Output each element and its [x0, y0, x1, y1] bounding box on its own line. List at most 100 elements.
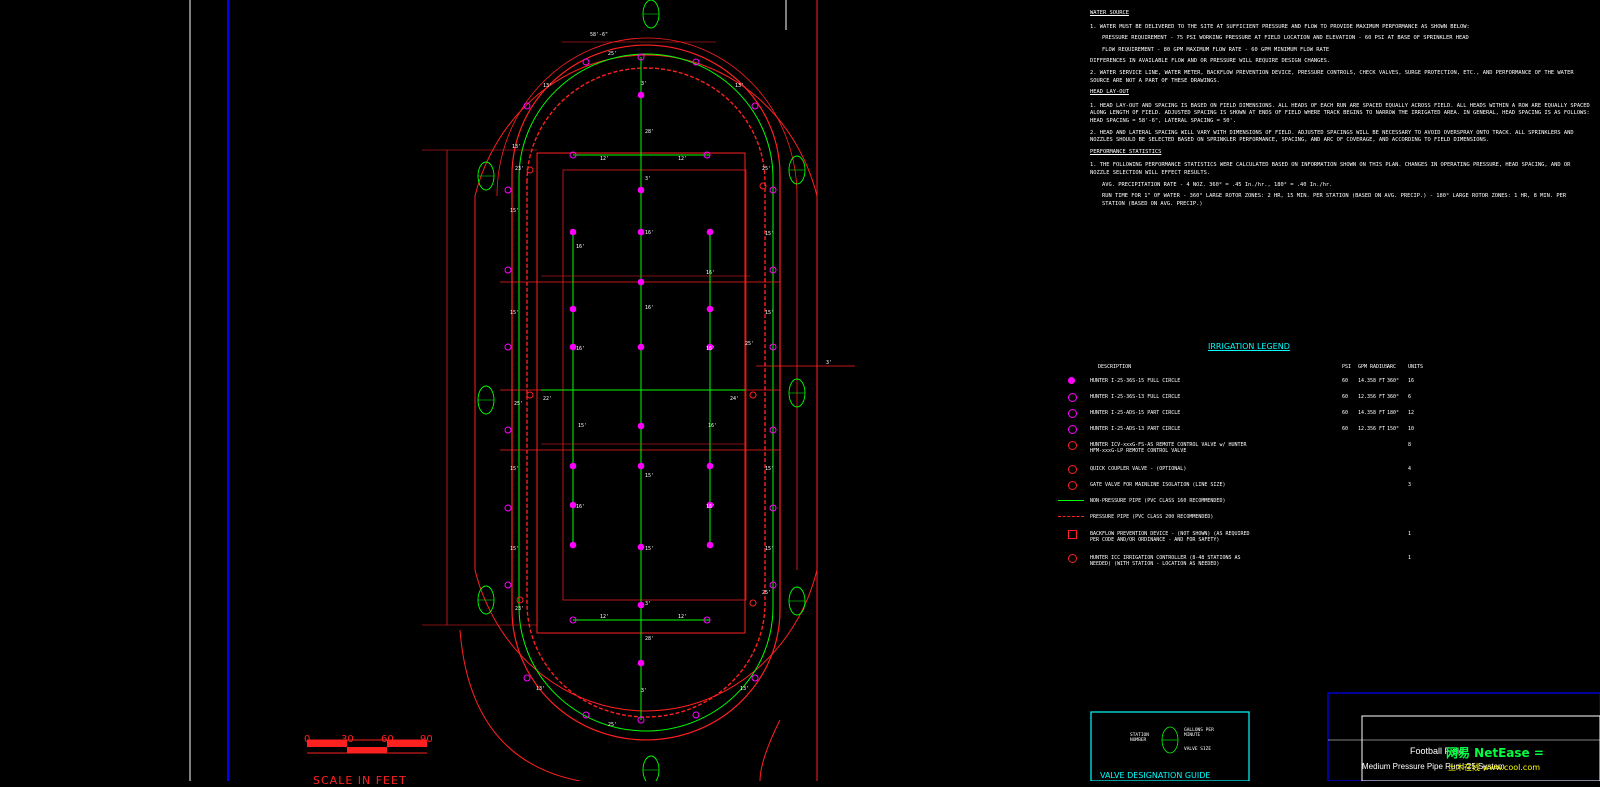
dimension-label: 25' — [514, 401, 523, 407]
full-circle-head — [637, 278, 645, 286]
valve-symbol — [642, 755, 660, 781]
station-number-label: STATION NUMBER — [1130, 733, 1149, 743]
legend-units: 4 — [1408, 466, 1412, 472]
dimension-label: 13' — [543, 83, 552, 89]
dimension-label: 22' — [543, 396, 552, 402]
part-circle-head — [769, 343, 777, 351]
legend-gpm: 12.3 — [1358, 394, 1371, 400]
remote-valve-symbol — [526, 391, 534, 399]
part-circle-head — [504, 266, 512, 274]
project-subtitle: Medium Pressure Pipe Run I-25 System — [1362, 762, 1505, 771]
dimension-label: 12' — [600, 614, 609, 620]
road-curve — [759, 719, 781, 781]
part-circle-head — [504, 504, 512, 512]
dimension-label: 12' — [600, 156, 609, 162]
full-circle-head — [706, 228, 714, 236]
dimension-label: 16' — [645, 230, 654, 236]
notes-heading: HEAD LAY-OUT — [1090, 89, 1129, 96]
note-text: 1. HEAD LAY-OUT AND SPACING IS BASED ON … — [1090, 102, 1590, 124]
dimension-label: 16' — [576, 346, 585, 352]
legend-radius: 58 FT — [1370, 410, 1386, 416]
part-circle-head — [523, 102, 531, 110]
inner-track — [511, 44, 781, 741]
dimension-label: 16' — [706, 346, 715, 352]
part-circle-head — [504, 581, 512, 589]
legend-arc: 150° — [1387, 426, 1400, 432]
part-circle-head — [692, 711, 700, 719]
full-circle-head — [706, 541, 714, 549]
dimension-label: 15' — [510, 310, 519, 316]
legend-header: ARC — [1387, 364, 1397, 370]
full-circle-head — [637, 659, 645, 667]
legend-radius: 56 FT — [1370, 394, 1386, 400]
dimension-label: 24' — [730, 396, 739, 402]
legend-units: 10 — [1408, 426, 1415, 432]
full-circle-head — [637, 228, 645, 236]
part-circle-head — [504, 343, 512, 351]
dimension-label: 28' — [645, 636, 654, 642]
dimension-label: 23' — [515, 166, 524, 172]
full-circle-head — [637, 186, 645, 194]
dimension-label: 15' — [510, 546, 519, 552]
full-circle-head — [637, 601, 645, 609]
remote-valve-symbol — [749, 391, 757, 399]
legend-psi: 60 — [1342, 410, 1349, 416]
dimension-label: 25' — [608, 51, 617, 57]
legend-units: 16 — [1408, 378, 1415, 384]
legend-symbol — [1058, 500, 1084, 501]
dimension-label: 12' — [678, 614, 687, 620]
control-valves — [477, 0, 806, 781]
dimension-label: 13' — [735, 83, 744, 89]
dimension-label: 25' — [762, 166, 771, 172]
note-text: AVG. PRECIPITATION RATE - 4 NOZ. 360° = … — [1102, 181, 1333, 188]
part-circle-head — [504, 426, 512, 434]
watermark-brand: 网易 NetEase = — [1446, 746, 1544, 760]
legend-symbol — [1068, 409, 1077, 418]
dimension-label: 15' — [645, 473, 654, 479]
dimension-label: 28' — [645, 129, 654, 135]
legend-symbol — [1058, 516, 1084, 517]
note-text: 2. HEAD AND LATERAL SPACING WILL VARY WI… — [1090, 129, 1574, 144]
legend-psi: 60 — [1342, 378, 1349, 384]
dimension-label: 15' — [765, 546, 774, 552]
full-circle-head — [706, 305, 714, 313]
mainline — [526, 67, 766, 718]
dimension-labels: 25'3'28'13'13'13'12'12'3'16'16'16'16'16'… — [510, 32, 832, 728]
legend-gpm: 12.3 — [1358, 426, 1371, 432]
legend-units: 12 — [1408, 410, 1415, 416]
part-circle-head — [569, 616, 577, 624]
watermark-site: 土木在线 www.cool.com — [1448, 763, 1541, 772]
legend-units: 3 — [1408, 482, 1412, 488]
full-circle-head — [706, 501, 714, 509]
legend-units: 1 — [1408, 531, 1412, 537]
valve-size-label: VALVE SIZE — [1184, 747, 1212, 752]
full-circle-head — [706, 343, 714, 351]
notes-heading: PERFORMANCE STATISTICS — [1090, 148, 1162, 155]
lateral-loop — [518, 53, 774, 732]
outer-track — [474, 54, 818, 712]
scale-tick: 60 — [381, 734, 394, 745]
track-lane-line — [496, 37, 798, 570]
legend-psi: 60 — [1342, 426, 1349, 432]
legend-description: HUNTER I-25-ADS-13 PART CIRCLE — [1090, 426, 1181, 432]
part-circle-head — [769, 426, 777, 434]
dimension-label: 13' — [536, 686, 545, 692]
dimension-label: 25' — [745, 341, 754, 347]
part-circle-head — [751, 102, 759, 110]
dimension-label: 3' — [641, 688, 647, 694]
scale-bar — [307, 739, 427, 754]
legend-symbol — [1068, 481, 1077, 490]
gallons-label: GALLONS PER MINUTE — [1184, 728, 1214, 738]
scale-tick: 90 — [420, 734, 433, 745]
valve-guide-box — [1090, 711, 1250, 781]
note-text: DIFFERENCES IN AVAILABLE FLOW AND OR PRE… — [1090, 58, 1331, 65]
dimension-label: 25' — [608, 722, 617, 728]
dimension-label: 16' — [576, 244, 585, 250]
part-circle-head — [569, 151, 577, 159]
legend-symbol — [1068, 530, 1077, 539]
legend-description: PRESSURE PIPE (PVC CLASS 200 RECOMMENDED… — [1090, 514, 1214, 520]
part-circle-head — [769, 504, 777, 512]
dimension-label: 58'-6" — [590, 32, 608, 38]
note-text: RUN TIME FOR 1" OF WATER - 360° LARGE RO… — [1102, 193, 1567, 207]
scale-tick: 30 — [341, 734, 354, 745]
